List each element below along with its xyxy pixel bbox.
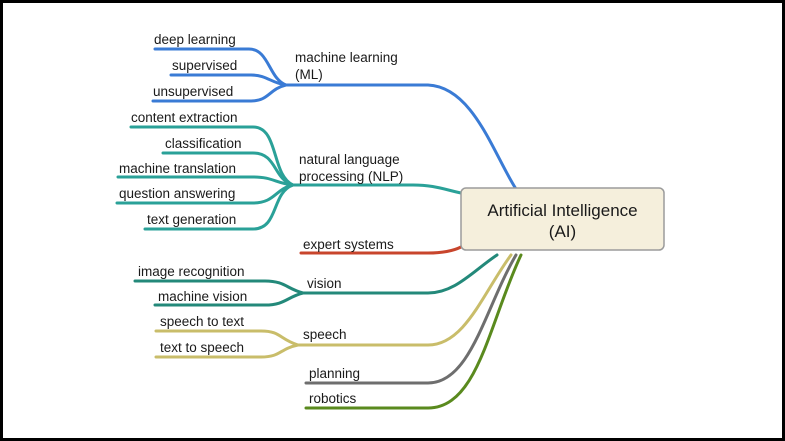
branch-label-vision: vision [307, 276, 342, 291]
connector-nlp-content-extraction [129, 125, 295, 187]
branch-speech: speech speech to text text to speech [154, 253, 513, 359]
connector-vision-main [301, 253, 499, 295]
connector-speech-text-to-speech [154, 343, 300, 359]
node-text-to-speech: text to speech [160, 340, 244, 355]
connector-ml-unsupervised [151, 83, 288, 103]
connector-ml-main [284, 83, 518, 191]
connector-ml-supervised [169, 73, 288, 87]
branch-label-ml-line1: machine learning [295, 50, 398, 65]
connector-speech-main [296, 253, 513, 347]
node-supervised: supervised [172, 58, 237, 73]
branch-label-nlp-line1: natural language [299, 152, 400, 167]
branch-label-expert-systems: expert systems [303, 237, 394, 252]
connector-speech-speech-to-text [154, 329, 300, 347]
mind-map: machine learning (ML) deep learning supe… [115, 32, 665, 410]
connector-nlp-machine-translation [116, 175, 295, 187]
node-speech-to-text: speech to text [160, 314, 244, 329]
node-machine-translation: machine translation [119, 161, 236, 176]
connector-nlp-text-generation [143, 183, 295, 231]
node-machine-vision: machine vision [158, 289, 247, 304]
branch-vision: vision image recognition machine vision [133, 253, 499, 307]
node-question-answering: question answering [119, 186, 235, 201]
node-classification: classification [165, 136, 242, 151]
central-node-subtitle: (AI) [549, 222, 576, 241]
connector-ml-deep-learning [153, 47, 288, 87]
connector-expert-systems [299, 245, 463, 255]
branch-nlp: natural language processing (NLP) conten… [115, 110, 463, 231]
branch-label-speech: speech [303, 327, 347, 342]
node-image-recognition: image recognition [138, 264, 245, 279]
connector-planning [304, 253, 518, 385]
node-text-generation: text generation [147, 212, 236, 227]
central-node-box [460, 187, 665, 251]
connector-vision-machine-vision [153, 291, 305, 307]
branch-robotics: robotics [304, 253, 523, 410]
branch-label-ml-line2: (ML) [295, 67, 323, 82]
central-node-title: Artificial Intelligence [487, 201, 637, 220]
central-node: Artificial Intelligence (AI) [460, 187, 665, 251]
branch-planning: planning [304, 253, 518, 385]
branch-label-robotics: robotics [309, 391, 357, 406]
branch-expert-systems: expert systems [299, 237, 463, 255]
node-content-extraction: content extraction [131, 110, 238, 125]
node-deep-learning: deep learning [154, 32, 236, 47]
branch-ml: machine learning (ML) deep learning supe… [151, 32, 518, 191]
slide: machine learning (ML) deep learning supe… [3, 3, 782, 438]
connector-nlp-main [291, 183, 463, 195]
connector-vision-image-recognition [133, 279, 305, 295]
branch-label-planning: planning [309, 366, 360, 381]
node-unsupervised: unsupervised [153, 84, 233, 99]
connector-robotics [304, 253, 523, 410]
connector-nlp-classification [161, 151, 295, 187]
branch-label-nlp-line2: processing (NLP) [299, 169, 403, 184]
